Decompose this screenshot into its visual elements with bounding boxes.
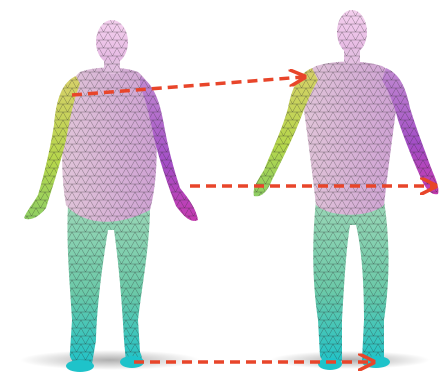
- right-mesh-body: [254, 10, 439, 370]
- left-mesh-body: [20, 20, 200, 372]
- right-body-left-foot: [318, 358, 342, 370]
- left-body-shadow: [20, 350, 200, 370]
- left-body-left-foot: [66, 360, 94, 372]
- right-body-shadow: [270, 351, 430, 369]
